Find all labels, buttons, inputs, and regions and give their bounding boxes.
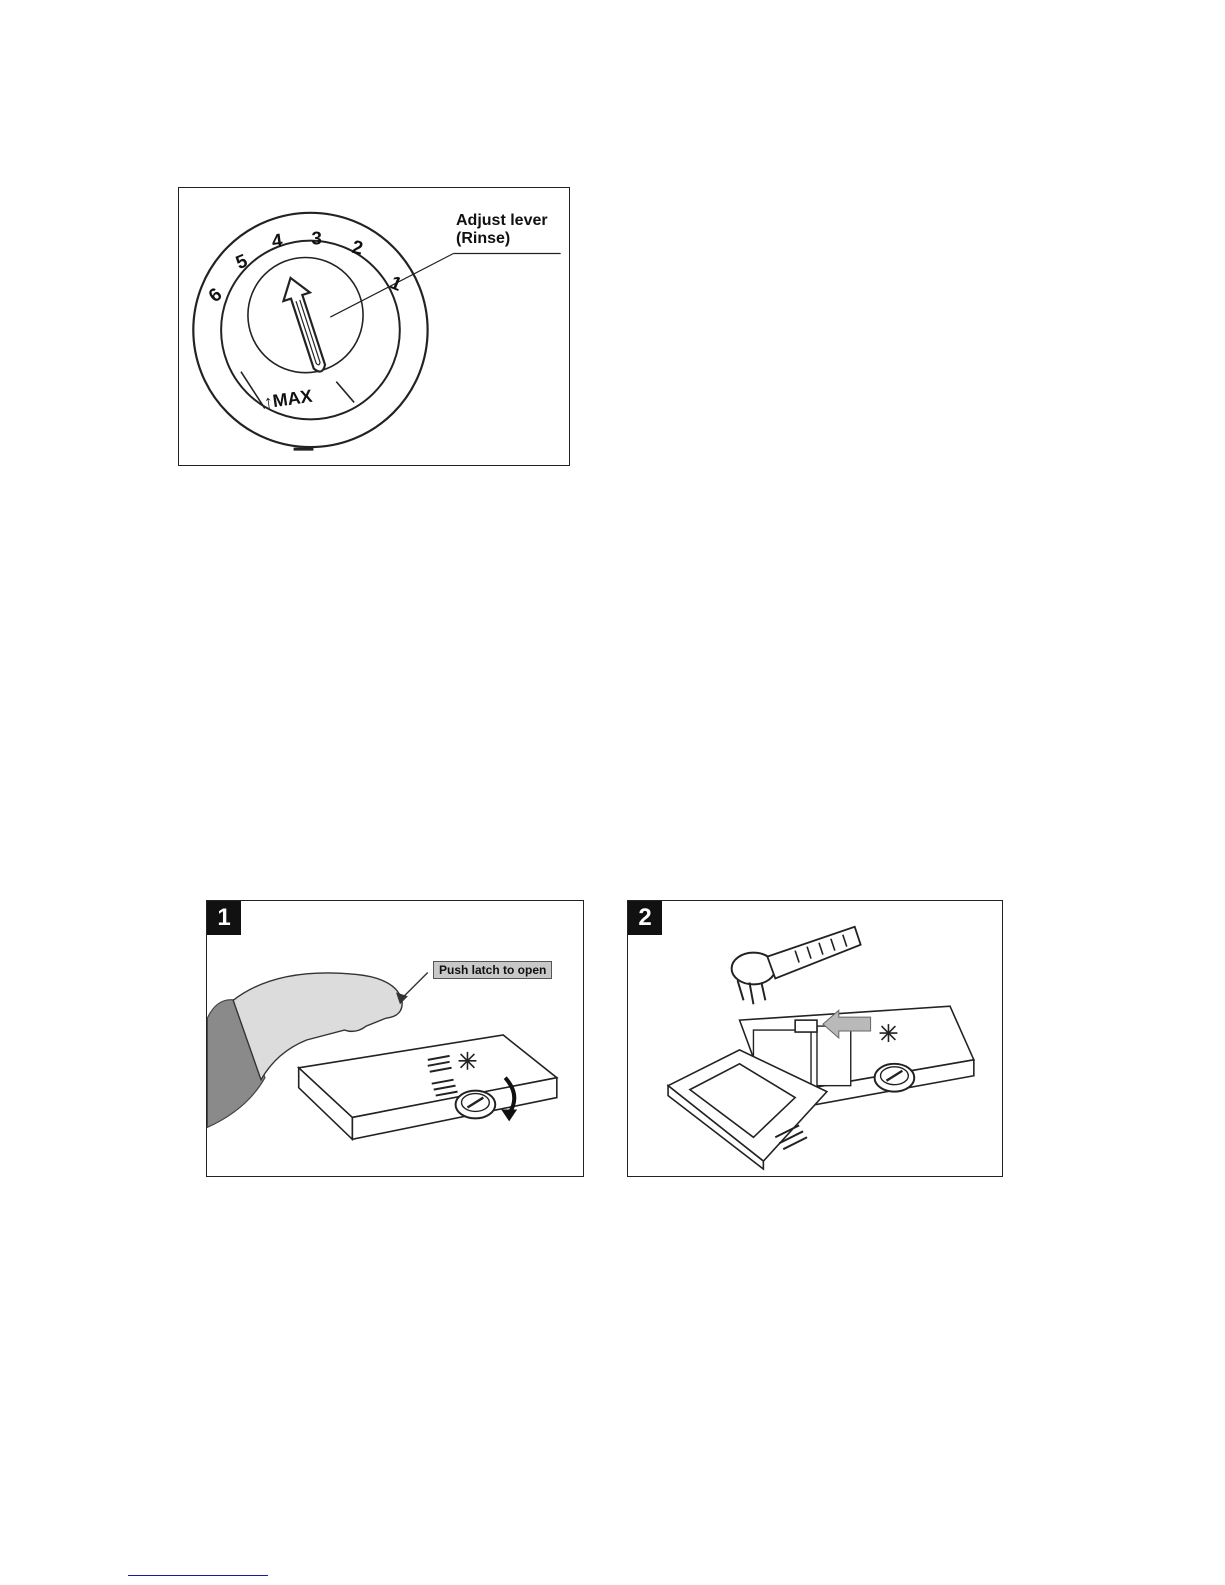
dispenser-knob xyxy=(456,1091,496,1119)
dispenser-body xyxy=(299,1035,557,1139)
dispenser-knob xyxy=(875,1064,915,1092)
step-2-figure: 2 xyxy=(627,900,1003,1177)
footnote-separator xyxy=(128,1575,268,1576)
scale-number-5: 5 xyxy=(233,250,251,273)
adjust-lever-label: Adjust lever xyxy=(456,212,548,230)
scale-number-6: 6 xyxy=(204,283,226,306)
scale-number-3: 3 xyxy=(311,228,322,249)
step-1-badge: 1 xyxy=(207,901,241,935)
rinse-sparkle-icon xyxy=(459,1052,477,1070)
step-1-illustration xyxy=(207,901,583,1176)
rotate-arrowhead-icon xyxy=(501,1109,517,1121)
step-1-figure: 1 Push latch to open xyxy=(206,900,584,1177)
scale-number-2: 2 xyxy=(350,236,365,259)
step-2-badge: 2 xyxy=(628,901,662,935)
rinse-label: (Rinse) xyxy=(456,230,510,248)
dial-pointer-arrow xyxy=(277,274,334,376)
rinse-aid-dial-figure: 6 5 4 3 2 1 ↑MAX Adjust lever (Rinse) xyxy=(178,187,570,466)
max-label: ↑MAX xyxy=(263,386,314,413)
step-2-illustration xyxy=(628,901,1002,1176)
brush-tool xyxy=(732,927,861,1004)
latch xyxy=(795,1020,817,1032)
scale-number-4: 4 xyxy=(270,229,284,251)
rinse-sparkle-icon xyxy=(880,1024,898,1042)
push-callout-arrow xyxy=(402,972,428,998)
push-latch-label: Push latch to open xyxy=(433,961,552,979)
scale-number-1: 1 xyxy=(387,272,405,295)
max-segment-right-line xyxy=(336,382,354,403)
